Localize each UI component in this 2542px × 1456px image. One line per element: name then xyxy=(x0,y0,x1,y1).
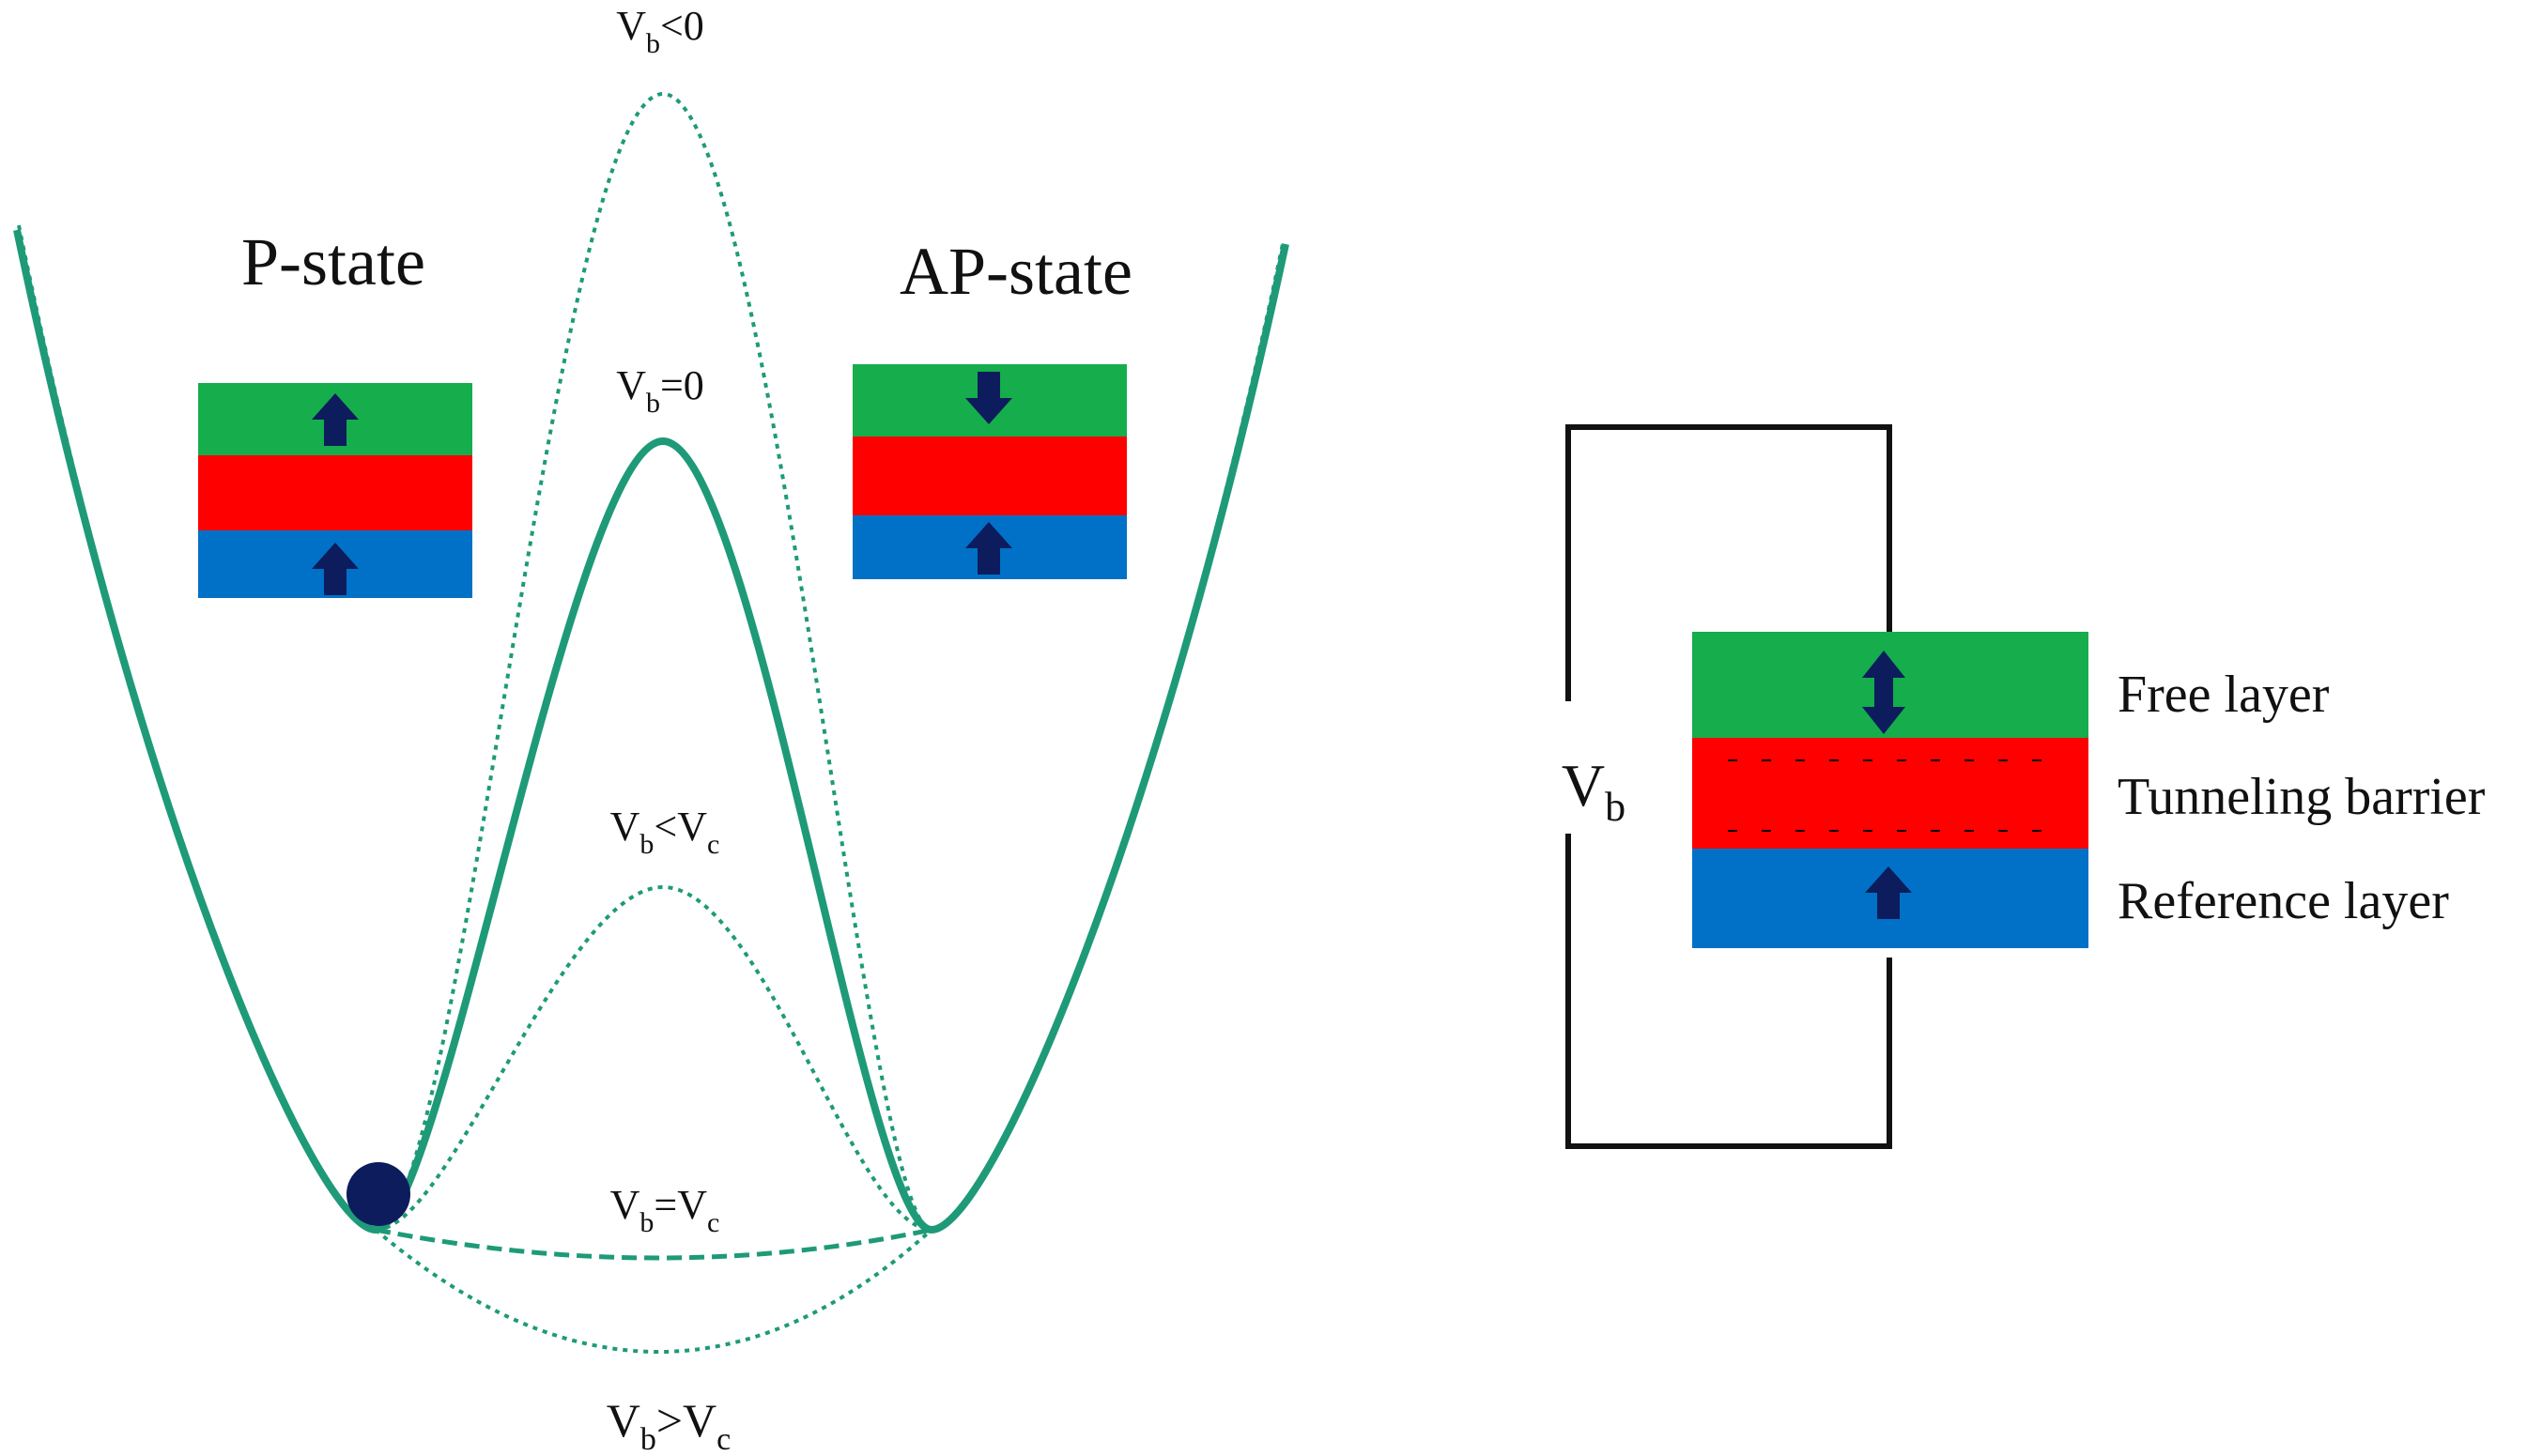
p-state-title: P-state xyxy=(241,224,425,299)
label-reference-layer: Reference layer xyxy=(2118,872,2449,930)
label-vb-source: Vb xyxy=(1562,752,1625,830)
label-vb-neg: Vb<0 xyxy=(616,3,704,59)
ap-state-stack xyxy=(853,364,1127,579)
curve-vb-gt xyxy=(374,1228,933,1354)
label-vb-gt: Vb>Vc xyxy=(607,1394,732,1456)
p-state-stack xyxy=(198,383,472,598)
label-vb-zero: Vb=0 xyxy=(616,362,704,419)
p-barrier-layer xyxy=(198,455,472,530)
label-tunneling-barrier: Tunneling barrier xyxy=(2118,768,2486,826)
curve-vb-lt xyxy=(375,884,932,1232)
label-free-layer: Free layer xyxy=(2118,666,2330,724)
energy-curves xyxy=(13,91,1289,1354)
label-vb-lt: Vb<Vc xyxy=(610,804,720,860)
ap-barrier-layer xyxy=(853,437,1127,515)
curve-vb-zero xyxy=(13,229,1289,1234)
double-arrow-icon xyxy=(1862,651,1905,734)
barrier-layer-rect xyxy=(1692,738,2088,849)
mtj-stack xyxy=(1692,632,2088,948)
ap-state-title: AP-state xyxy=(900,234,1132,309)
curve-vb-eq xyxy=(375,1227,932,1261)
label-vb-eq: Vb=Vc xyxy=(610,1182,720,1238)
circuit-wire xyxy=(1565,424,1892,1149)
magnetization-ball xyxy=(347,1162,410,1226)
